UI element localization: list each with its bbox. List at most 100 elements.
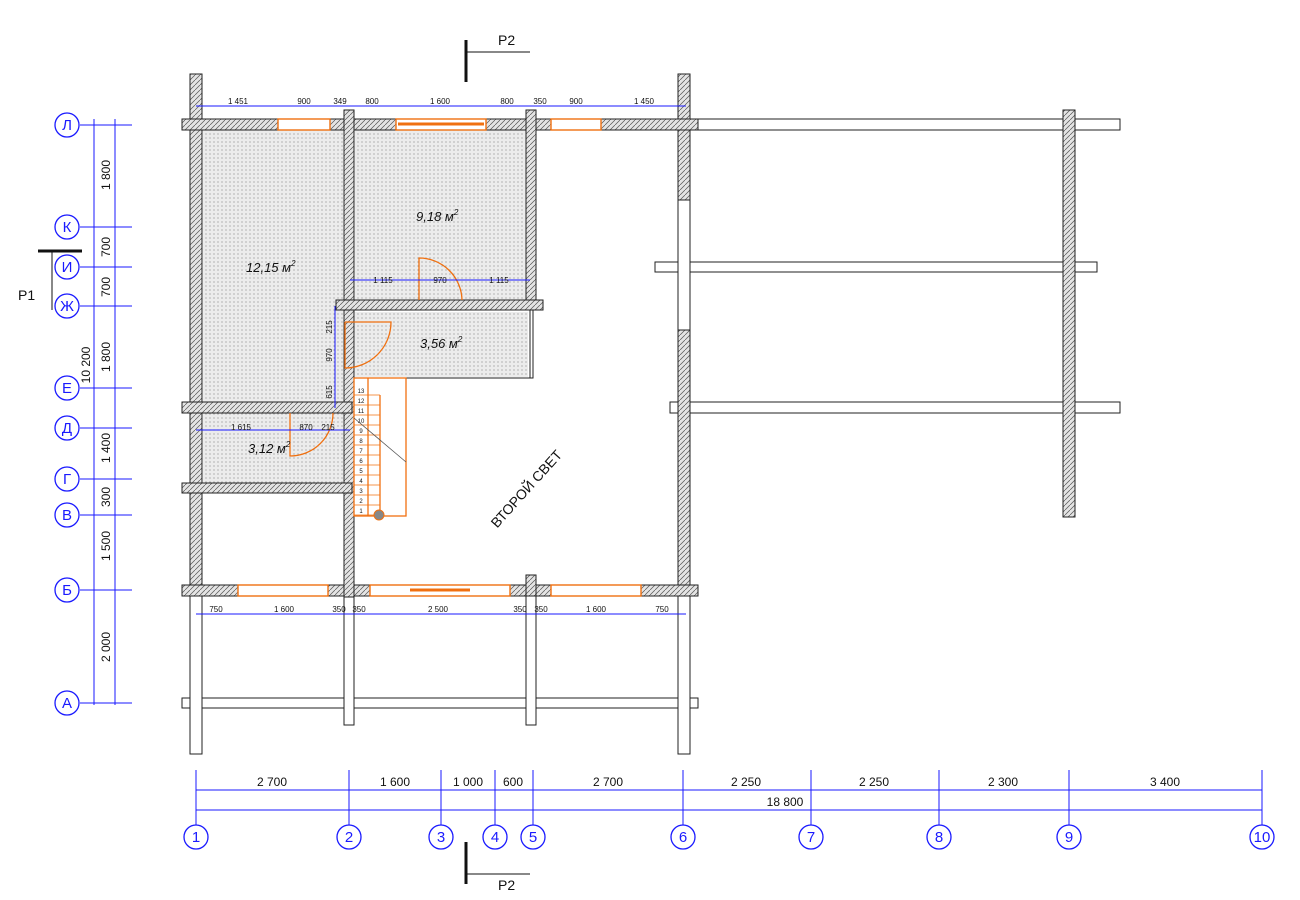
dim-top-8: 900 [569, 97, 583, 106]
row-axis-label: Г [63, 471, 71, 488]
row-axis-label: И [62, 259, 73, 276]
dim-top-2: 900 [297, 97, 311, 106]
dimension-lines [93, 105, 1262, 811]
stair-step-number: 6 [359, 459, 363, 465]
stair-step-number: 8 [359, 439, 363, 445]
dim-top-1: 1 451 [228, 97, 249, 106]
section-label-bottom: Р2 [498, 877, 515, 893]
door-swings [289, 257, 463, 457]
section-marker-top: Р2 [464, 32, 530, 82]
row-axis-label: Е [62, 380, 72, 397]
col-axis-7: 7 [798, 824, 824, 850]
col-axis-9: 9 [1056, 824, 1082, 850]
stair-step-number: 11 [358, 409, 365, 415]
stair-step-number: 2 [359, 499, 363, 505]
dim-axis-4: 600 [503, 775, 523, 789]
dim-int-a2: 970 [433, 276, 447, 285]
row-axis-label: Д [62, 420, 72, 437]
col-axis-10: 10 [1249, 824, 1275, 850]
room-floor-1 [203, 130, 343, 402]
col-axis-label: 7 [807, 829, 815, 846]
dim-top-6: 800 [500, 97, 514, 106]
stair-step-number: 7 [359, 449, 363, 455]
row-axis-2: К [54, 214, 80, 240]
room-floor-3 [355, 312, 528, 377]
dim-bottom-8: 1 600 [586, 605, 607, 614]
dim-int-a3: 1 115 [489, 276, 509, 285]
dim-bottom-2: 1 600 [274, 605, 295, 614]
dim-int-a1: 1 115 [373, 276, 393, 285]
col-axis-5: 5 [520, 824, 546, 850]
col-axis-label: 5 [529, 829, 537, 846]
stair-step-number: 4 [359, 479, 363, 485]
stair-step-number: 13 [358, 389, 365, 395]
dim-bottom-9: 750 [655, 605, 669, 614]
room-area-2: 9,18 м2 [416, 208, 459, 224]
stair-step-number: 10 [358, 419, 365, 425]
dim-left-7: 1 500 [99, 531, 113, 561]
dim-bottom-4: 350 [352, 605, 366, 614]
dim-left-4: 1 800 [99, 342, 113, 372]
stair-step-number: 5 [359, 469, 363, 475]
col-axis-label: 2 [345, 829, 353, 846]
col-axis-label: 10 [1254, 829, 1271, 846]
col-axis-label: 8 [935, 829, 943, 846]
dim-top-3: 349 [333, 97, 347, 106]
dim-left-3: 700 [99, 277, 113, 297]
dim-axis-6: 2 250 [731, 775, 761, 789]
room-area-4: 3,12 м2 [248, 440, 291, 456]
row-axis-label: В [62, 507, 72, 524]
stair-step-number: 9 [359, 429, 363, 435]
dim-int-b3: 215 [321, 423, 335, 432]
second-light-label: ВТОРОЙ СВЕТ [487, 446, 566, 531]
row-axis-7: Г [54, 466, 80, 492]
stair-start-marker [373, 509, 385, 521]
dim-int-b2: 870 [299, 423, 313, 432]
dim-axis-2: 1 600 [380, 775, 410, 789]
dim-axis-total: 18 800 [767, 795, 804, 809]
room-floors [203, 130, 528, 483]
room-area-3: 3,56 м2 [420, 335, 463, 351]
stair-step-number: 3 [359, 489, 363, 495]
col-axis-label: 6 [679, 829, 687, 846]
section-label-top: Р2 [498, 32, 515, 48]
dim-left-6: 300 [99, 487, 113, 507]
col-axis-label: 4 [491, 829, 499, 846]
dim-axis-3: 1 000 [453, 775, 483, 789]
row-axis-10: А [54, 690, 80, 716]
row-axis-1: Л [54, 112, 80, 138]
dim-bottom-1: 750 [209, 605, 223, 614]
dim-int-v1: 215 [325, 320, 334, 334]
section-label-left: Р1 [18, 287, 35, 303]
dim-bottom-7: 350 [534, 605, 548, 614]
section-marker-bottom: Р2 [464, 842, 530, 893]
dim-bottom-3: 350 [332, 605, 346, 614]
dim-int-v3: 615 [325, 385, 334, 399]
dim-left-5: 1 400 [99, 433, 113, 463]
dim-top-4: 800 [365, 97, 379, 106]
row-axis-9: Б [54, 577, 80, 603]
col-axis-label: 9 [1065, 829, 1073, 846]
openings [237, 118, 642, 597]
row-axis-label: Ж [60, 298, 74, 315]
row-axis-label: А [62, 695, 72, 712]
dim-bottom-5: 2 500 [428, 605, 449, 614]
stair-step-number: 12 [358, 399, 365, 405]
dim-axis-5: 2 700 [593, 775, 623, 789]
room-outline [355, 309, 534, 379]
dim-left-total: 10 200 [79, 346, 93, 383]
row-axis-4: Ж [54, 293, 80, 319]
dim-int-b1: 1 615 [231, 423, 252, 432]
room-area-1: 12,15 м2 [246, 259, 296, 275]
row-axis-5: Е [54, 375, 80, 401]
dim-axis-9: 3 400 [1150, 775, 1180, 789]
row-axis-3: И [54, 254, 80, 280]
col-axis-2: 2 [336, 824, 362, 850]
col-axis-1: 1 [183, 824, 209, 850]
axis-lines [80, 124, 1263, 825]
dim-left-1: 1 800 [99, 160, 113, 190]
section-marker-left: Р1 [18, 249, 82, 310]
